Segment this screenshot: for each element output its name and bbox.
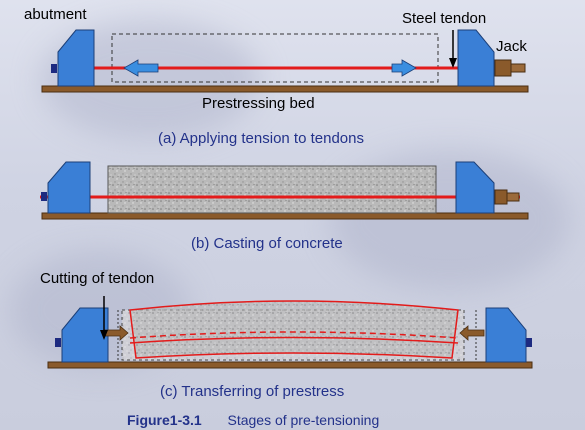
anchor-left-c — [55, 338, 61, 347]
left-abutment-b — [47, 161, 91, 214]
cambered-concrete-member — [129, 300, 459, 359]
anchor-left-b — [41, 192, 47, 201]
jack-rod — [510, 63, 526, 73]
left-abutment-a — [57, 29, 95, 87]
steel-tendon-pointer-head — [449, 58, 457, 68]
tension-arrow-right — [391, 59, 417, 77]
stage-c — [47, 296, 533, 369]
concrete-cast-b — [107, 165, 437, 214]
prestressing-bed-b — [41, 212, 529, 220]
stage-b — [40, 161, 529, 220]
figure-title: Stages of pre-tensioning — [227, 412, 380, 428]
figure-number: Figure1-3.1 — [127, 412, 202, 428]
outline-box-a — [111, 33, 439, 83]
anchor-left-a — [51, 64, 57, 73]
tendon-curve-dashed — [129, 331, 459, 339]
cutting-arrow-left — [103, 325, 129, 341]
prestressing-bed-c — [47, 361, 533, 369]
figure-caption: Figure1-3.1 Stages of pre-tensioning — [127, 412, 379, 428]
caption-b: (b) Casting of concrete — [191, 235, 343, 252]
tension-arrow-left — [123, 59, 159, 77]
stage-a — [41, 29, 529, 93]
right-abutment-a — [457, 29, 495, 87]
anchor-right-c — [526, 338, 532, 347]
prestressing-bed-a — [41, 85, 529, 93]
cutting-arrow-right — [459, 325, 485, 341]
label-steel-tendon: Steel tendon — [402, 10, 487, 27]
jack-body-b — [494, 189, 508, 205]
caption-c: (c) Transferring of prestress — [160, 383, 345, 400]
tendon-curve-solid — [129, 336, 459, 344]
label-cutting-of-tendon: Cutting of tendon — [40, 270, 155, 287]
jack-body — [494, 59, 512, 77]
right-abutment-c — [485, 307, 527, 363]
label-jack: Jack — [496, 38, 527, 55]
caption-a: (a) Applying tension to tendons — [158, 130, 364, 147]
cutting-pointer-head — [100, 330, 108, 340]
right-abutment-b — [455, 161, 495, 214]
jack-rod-b — [506, 192, 520, 202]
left-abutment-c — [61, 307, 109, 363]
label-prestressing-bed: Prestressing bed — [202, 95, 315, 112]
label-abutment: abutment — [24, 6, 87, 23]
